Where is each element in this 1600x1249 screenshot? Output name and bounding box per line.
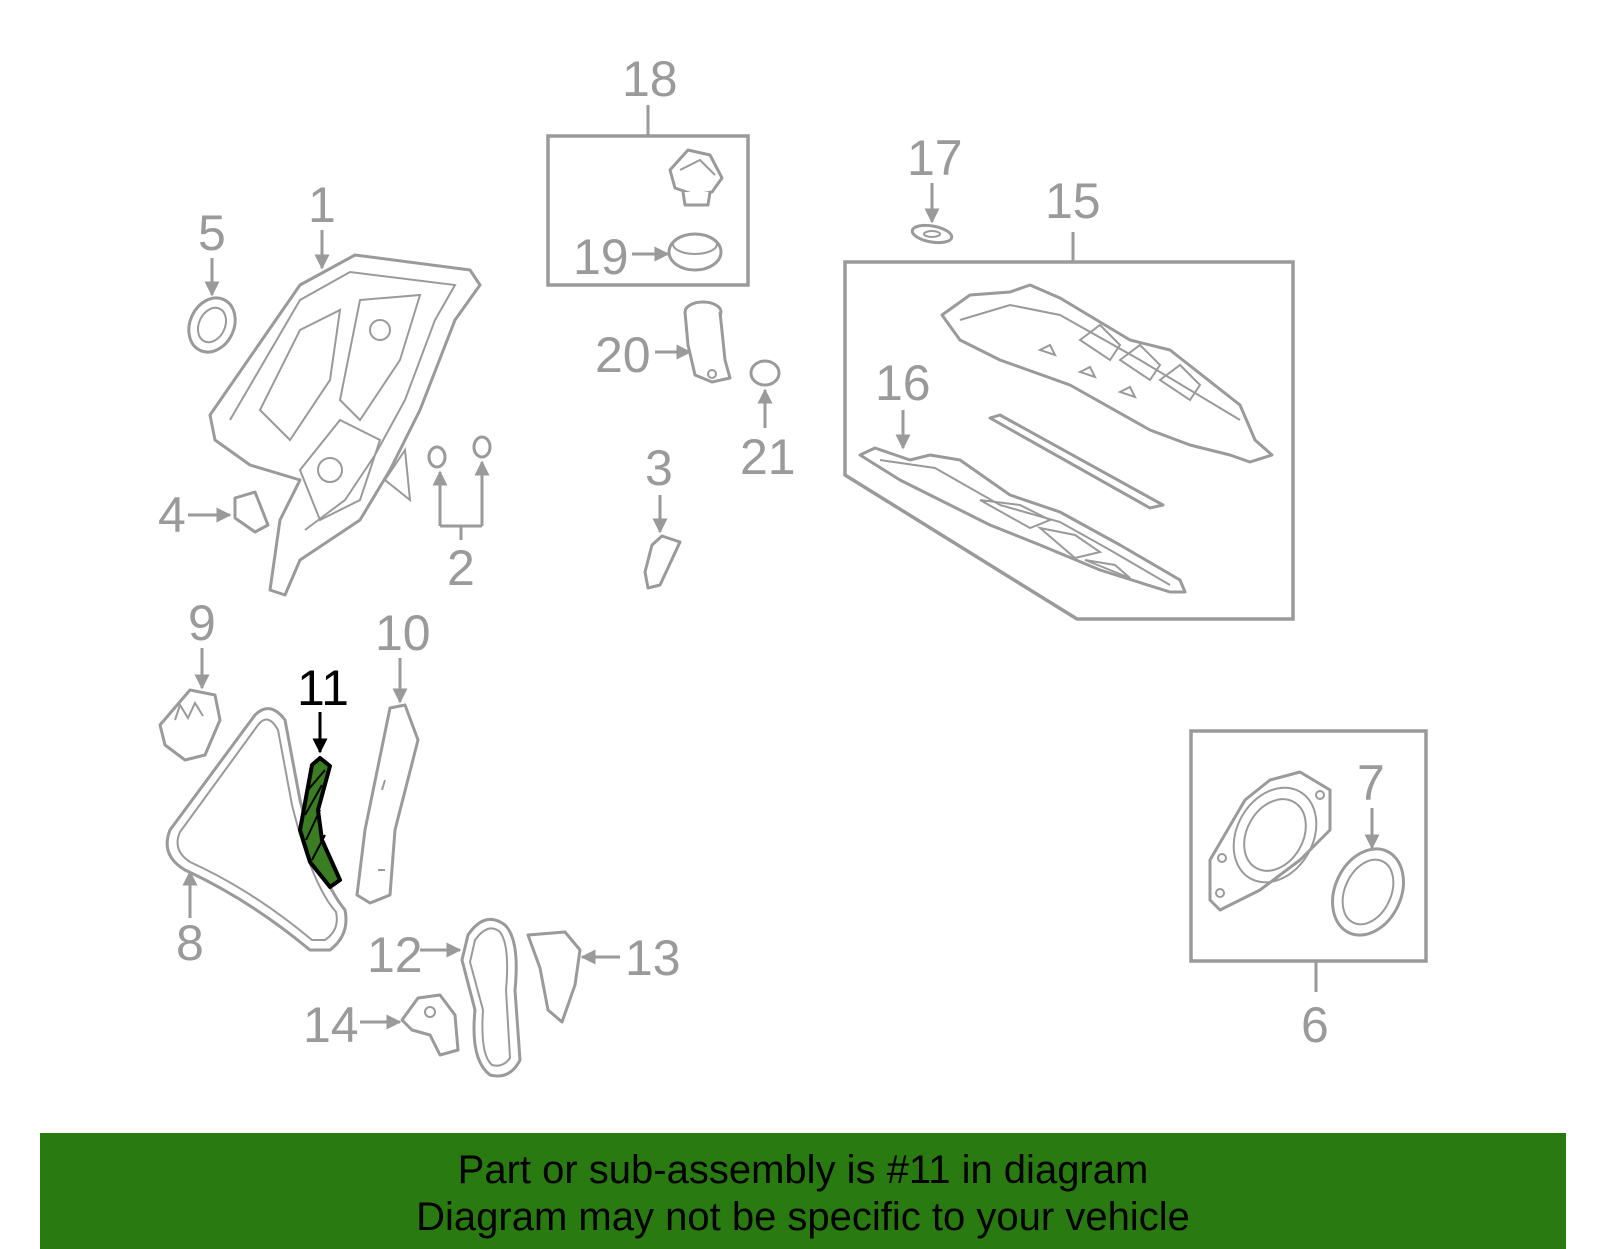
label-15: 15: [1045, 173, 1101, 229]
label-19: 19: [573, 229, 629, 285]
label-4: 4: [158, 487, 186, 543]
banner-line-2: Diagram may not be specific to your vehi…: [416, 1195, 1190, 1239]
part-1-timing-cover[interactable]: [208, 253, 482, 597]
part-16-gasket[interactable]: [858, 446, 1187, 594]
part-18-oil-filler-cap[interactable]: [668, 148, 724, 207]
box-6: [1189, 729, 1428, 963]
label-11: 11: [297, 660, 349, 716]
label-20: 20: [595, 327, 651, 383]
label-8: 8: [176, 915, 204, 971]
label-7: 7: [1357, 755, 1385, 811]
part-12-chain[interactable]: [460, 917, 522, 1078]
label-17: 17: [907, 130, 963, 186]
label-13: 13: [625, 930, 681, 986]
part-19-seal[interactable]: [667, 232, 723, 272]
part-2-o-rings[interactable]: [427, 435, 492, 540]
part-8-timing-chain[interactable]: [165, 707, 348, 952]
label-10: 10: [375, 605, 431, 661]
part-5-seal[interactable]: [180, 290, 244, 359]
part-9-tensioner[interactable]: [158, 688, 222, 762]
part-15-valve-cover[interactable]: [940, 283, 1274, 464]
label-16: 16: [875, 355, 931, 411]
label-1: 1: [308, 177, 336, 233]
part-13-guide[interactable]: [526, 930, 582, 1024]
part-3-guide[interactable]: [643, 534, 682, 590]
box-15: [843, 260, 1295, 621]
label-12: 12: [367, 927, 423, 983]
label-21: 21: [740, 429, 796, 485]
info-banner: Part or sub-assembly is #11 in diagram D…: [40, 1133, 1566, 1249]
part-14-tensioner[interactable]: [400, 993, 460, 1057]
part-10-guide-rail[interactable]: [355, 703, 420, 905]
label-18: 18: [622, 51, 678, 107]
label-6: 6: [1301, 997, 1329, 1053]
part-4-gasket[interactable]: [233, 490, 270, 534]
label-9: 9: [188, 595, 216, 651]
part-6-rear-seal-housing[interactable]: [1208, 770, 1333, 912]
label-2: 2: [447, 540, 475, 596]
part-20-filler-tube[interactable]: [683, 300, 732, 384]
label-14: 14: [303, 997, 359, 1053]
part-11-chain-guide-highlighted[interactable]: [298, 756, 342, 889]
part-21-o-ring[interactable]: [749, 359, 781, 387]
banner-line-1: Part or sub-assembly is #11 in diagram: [457, 1148, 1149, 1192]
part-7-rear-seal[interactable]: [1319, 837, 1417, 946]
part-17-washer[interactable]: [910, 223, 954, 246]
part-15-gasket-strip[interactable]: [988, 413, 1165, 510]
label-3: 3: [645, 440, 673, 496]
label-5: 5: [198, 205, 226, 261]
